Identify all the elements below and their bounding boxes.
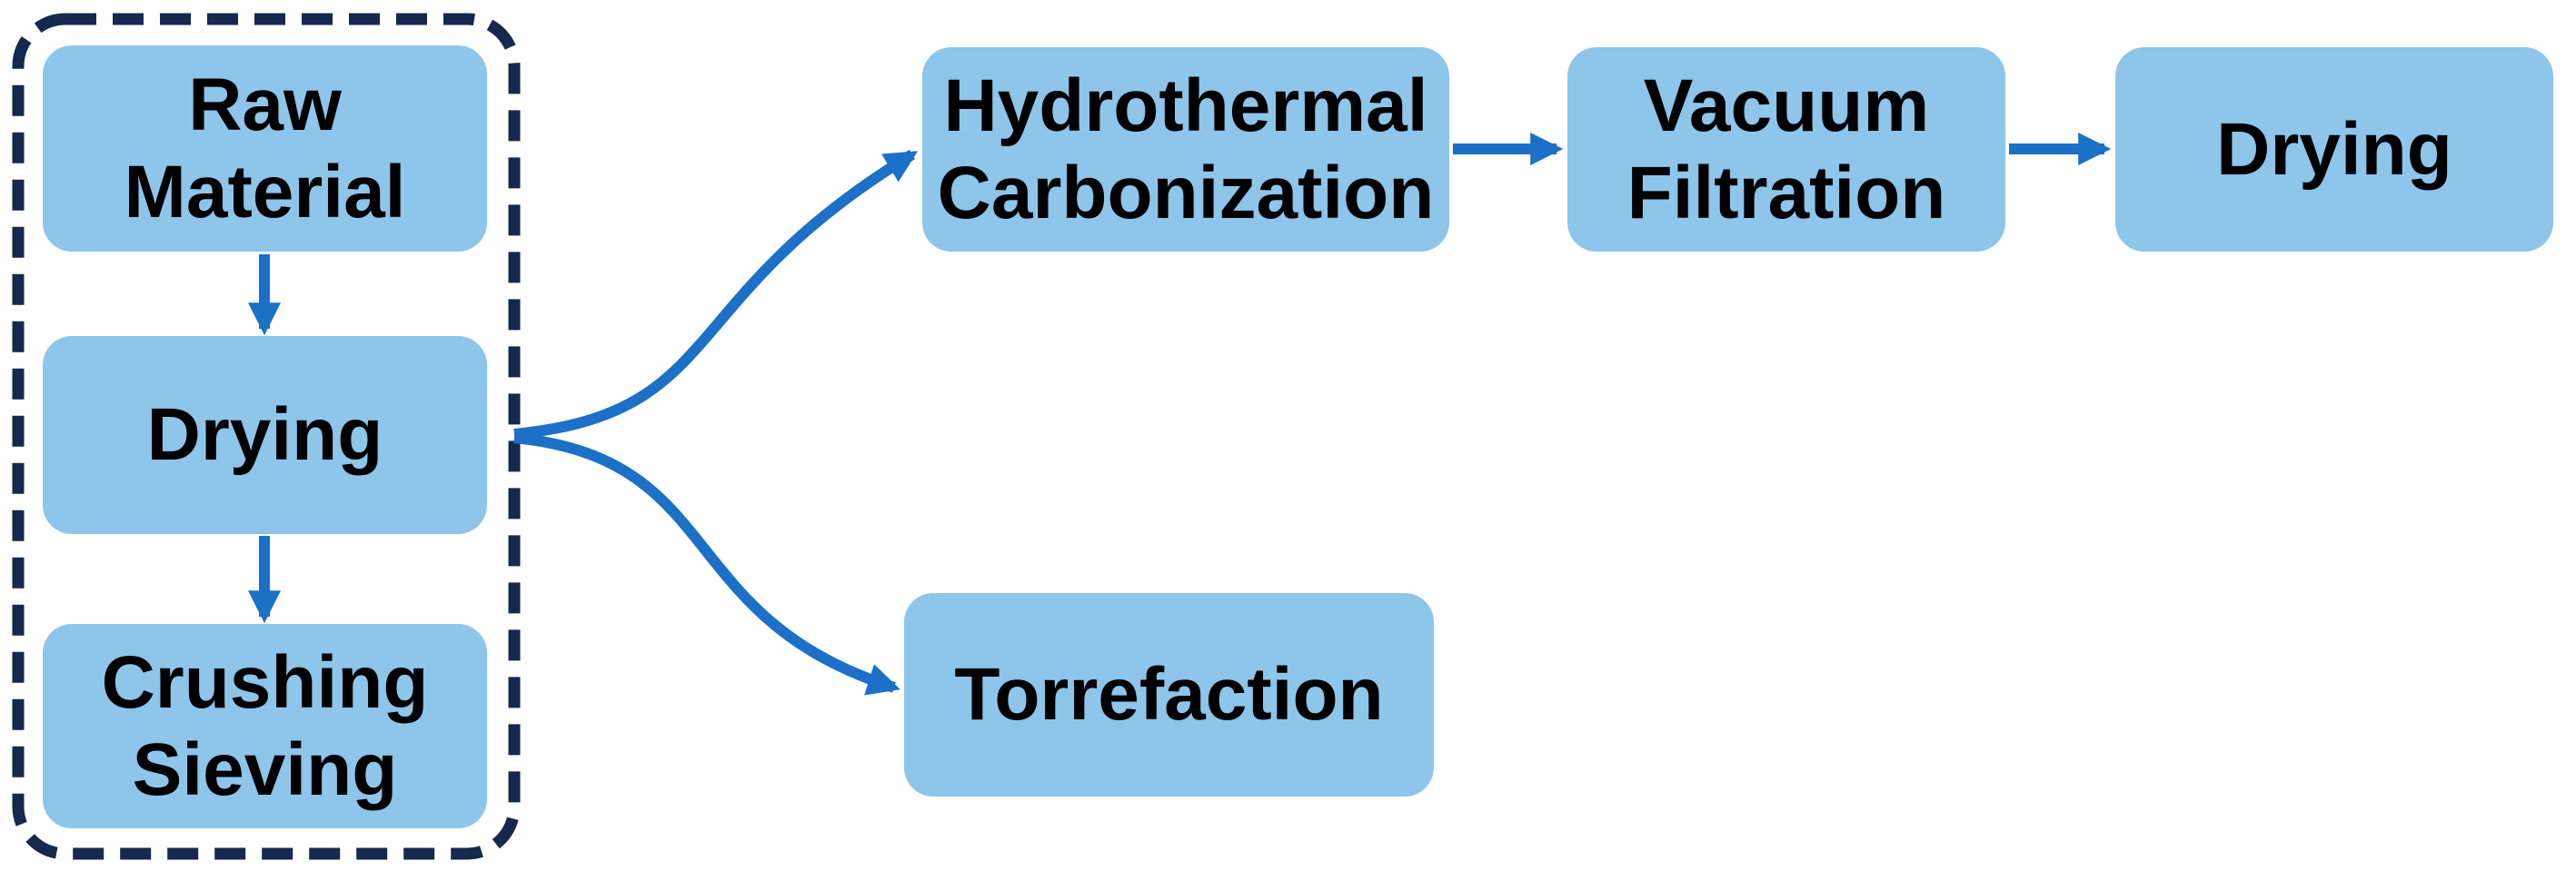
pretreatment-group-outline — [12, 13, 521, 860]
node-vacuum-filtration: Vacuum Filtration — [1567, 47, 2005, 252]
node-vacuum-filtration-label: Vacuum Filtration — [1626, 64, 1946, 234]
node-drying-pretreatment: Drying — [43, 336, 487, 534]
node-drying-final-label: Drying — [2216, 107, 2452, 191]
node-drying-pretreatment-label: Drying — [146, 393, 383, 477]
node-hydrothermal-carbonization: Hydrothermal Carbonization — [922, 47, 1449, 252]
arrow-branch-to-torrefaction-icon — [513, 432, 900, 696]
arrow-branch-to-hydrothermal-carbonization-icon — [513, 149, 919, 440]
node-drying-final: Drying — [2115, 47, 2553, 252]
node-raw-material-label: Raw Material — [124, 64, 406, 233]
node-torrefaction: Torrefaction — [904, 593, 1434, 797]
node-hydrothermal-carbonization-label: Hydrothermal Carbonization — [937, 64, 1435, 234]
node-crushing-sieving: Crushing Sieving — [43, 624, 487, 828]
node-crushing-sieving-label: Crushing Sieving — [101, 641, 429, 811]
node-raw-material: Raw Material — [43, 45, 487, 252]
node-torrefaction-label: Torrefaction — [954, 653, 1384, 737]
